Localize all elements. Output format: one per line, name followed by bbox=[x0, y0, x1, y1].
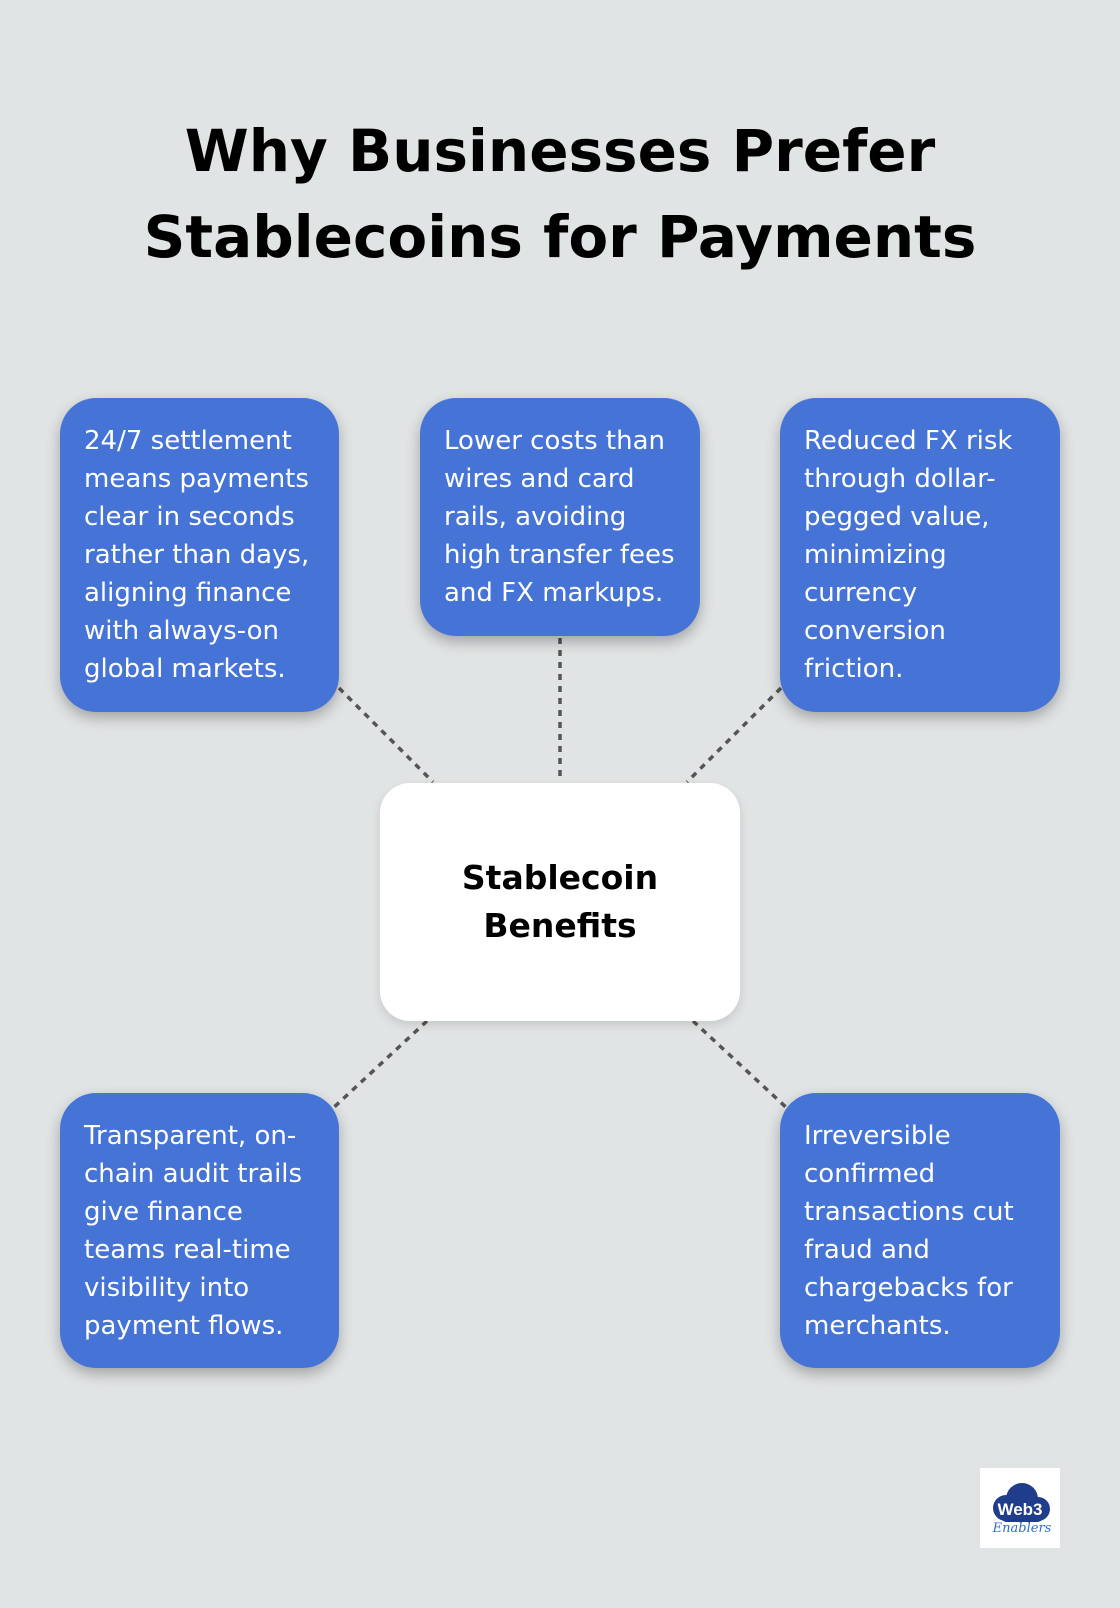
connector-top-right bbox=[685, 686, 783, 784]
central-node: Stablecoin Benefits bbox=[380, 783, 740, 1021]
connector-top-left bbox=[337, 686, 435, 784]
svg-text:Enablers: Enablers bbox=[992, 1521, 1052, 1536]
cloud-icon: Web3 Enablers bbox=[992, 1483, 1052, 1536]
benefit-text: 24/7 settlement means payments clear in … bbox=[84, 426, 310, 684]
connector-bottom-right bbox=[691, 1019, 791, 1112]
benefit-text: Reduced FX risk through dollar-pegged va… bbox=[804, 426, 1013, 684]
benefit-text: Transparent, on-chain audit trails give … bbox=[84, 1121, 303, 1341]
page-title: Why Businesses Prefer Stablecoins for Pa… bbox=[0, 108, 1120, 280]
benefit-box-lower-costs: Lower costs than wires and card rails, a… bbox=[420, 398, 700, 636]
benefit-box-audit-trails: Transparent, on-chain audit trails give … bbox=[60, 1093, 339, 1368]
central-node-label: Stablecoin Benefits bbox=[461, 858, 659, 945]
title-line-1: Why Businesses Prefer bbox=[184, 117, 936, 185]
svg-text:Web3: Web3 bbox=[997, 1500, 1042, 1519]
benefit-text: Irreversible confirmed transactions cut … bbox=[804, 1121, 1014, 1341]
benefit-box-fx-risk: Reduced FX risk through dollar-pegged va… bbox=[780, 398, 1060, 712]
web3-enablers-logo: Web3 Enablers bbox=[980, 1468, 1060, 1548]
benefit-box-irreversible: Irreversible confirmed transactions cut … bbox=[780, 1093, 1060, 1368]
benefit-text: Lower costs than wires and card rails, a… bbox=[444, 426, 675, 608]
connector-bottom-left bbox=[329, 1019, 429, 1112]
benefit-box-settlement: 24/7 settlement means payments clear in … bbox=[60, 398, 339, 712]
title-line-2: Stablecoins for Payments bbox=[143, 203, 977, 271]
